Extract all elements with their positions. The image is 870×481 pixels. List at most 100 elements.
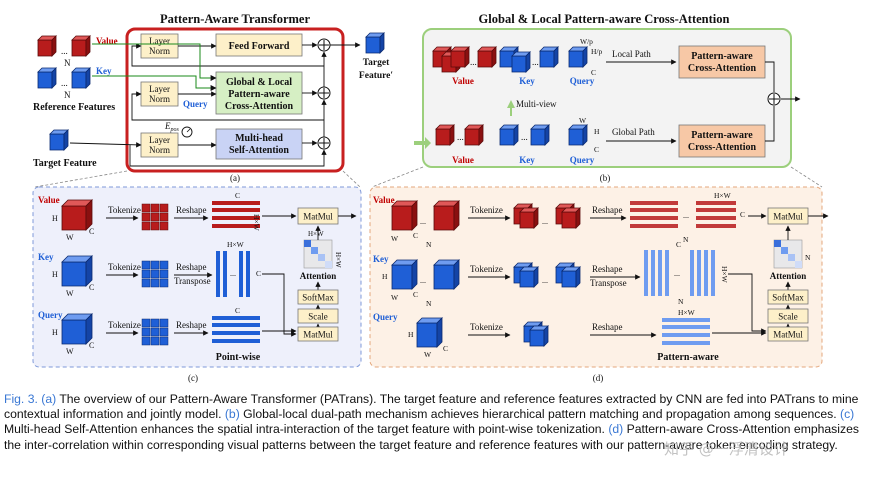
svg-text:N: N xyxy=(426,299,432,308)
svg-text:Query: Query xyxy=(38,310,63,320)
figure-caption: Fig. 3. (a) The overview of our Pattern-… xyxy=(4,392,866,453)
svg-text:...: ... xyxy=(230,269,236,278)
key-pattern-tokens: ... xyxy=(513,262,581,288)
svg-text:H: H xyxy=(382,272,388,281)
svg-text:H×W: H×W xyxy=(227,240,245,249)
svg-text:Key: Key xyxy=(38,252,54,262)
key-cube xyxy=(61,255,93,287)
caption-ref-a[interactable]: (a) xyxy=(41,392,57,406)
watermark: 知乎 @一浮清设计 xyxy=(664,440,789,458)
key-cubes: ... xyxy=(391,259,460,290)
svg-text:...: ... xyxy=(674,269,680,278)
svg-text:W: W xyxy=(424,350,432,359)
svg-text:MatMul: MatMul xyxy=(303,330,333,340)
svg-text:Key: Key xyxy=(373,254,389,264)
attention-map xyxy=(303,239,333,269)
svg-text:Query: Query xyxy=(373,312,398,322)
scale-box xyxy=(767,308,809,324)
scale-box xyxy=(297,308,339,324)
svg-text:W: W xyxy=(391,293,399,302)
query-cube xyxy=(61,313,93,345)
query-token-bars xyxy=(212,316,260,343)
svg-text:H: H xyxy=(52,270,58,279)
local-path-label: Local Path xyxy=(612,49,651,59)
svg-text:Reshape: Reshape xyxy=(592,205,623,215)
svg-text:...: ... xyxy=(542,276,548,285)
svg-text:C: C xyxy=(89,227,94,236)
svg-text:H×W: H×W xyxy=(252,214,261,232)
svg-text:...: ... xyxy=(521,132,528,142)
reference-arrows xyxy=(92,43,217,91)
attention-map xyxy=(773,239,803,269)
svg-text:C: C xyxy=(443,344,448,353)
panel-a-arrows xyxy=(69,42,361,167)
key-reference-cubes: ... N xyxy=(37,67,91,100)
svg-text:...: ... xyxy=(470,57,477,67)
softmax-box xyxy=(767,289,809,305)
svg-text:Self-Attention: Self-Attention xyxy=(229,145,289,156)
figure-diagram: Pattern-Aware Transformer ... N Value ..… xyxy=(32,12,829,383)
caption-ref-c[interactable]: (c) xyxy=(840,407,855,422)
value-token-bars xyxy=(212,201,260,228)
key-pattern-bars: ... xyxy=(644,250,715,296)
target-feature-cube xyxy=(49,129,69,151)
panel-b-label: (b) xyxy=(600,173,611,183)
svg-text:...: ... xyxy=(420,217,426,226)
query-label: Query xyxy=(183,99,208,109)
svg-text:N: N xyxy=(678,297,684,306)
target-feature-out-cube xyxy=(365,32,385,54)
svg-text:Attention: Attention xyxy=(770,271,807,281)
key-label: Key xyxy=(96,66,112,76)
svg-text:Transpose: Transpose xyxy=(174,276,211,286)
svg-text:SoftMax: SoftMax xyxy=(772,293,804,303)
svg-text:Cross-Attention: Cross-Attention xyxy=(225,101,294,112)
svg-text:Pattern-aware: Pattern-aware xyxy=(228,89,290,100)
caption-ref-d[interactable]: (d) xyxy=(608,422,624,437)
svg-text:C: C xyxy=(89,283,94,292)
point-wise-label: Point-wise xyxy=(216,352,261,363)
softmax-box xyxy=(297,289,339,305)
svg-text:N: N xyxy=(805,253,811,262)
svg-text:N: N xyxy=(64,58,71,68)
svg-text:Value: Value xyxy=(38,195,60,205)
svg-text:N: N xyxy=(64,90,71,100)
value-reference-cubes: ... N xyxy=(37,35,91,68)
svg-text:Multi-head: Multi-head xyxy=(235,133,283,144)
svg-text:Reshape: Reshape xyxy=(592,322,623,332)
svg-text:...: ... xyxy=(683,211,689,220)
panel-c: Value H W C Tokenize Reshape C xyxy=(32,186,362,383)
svg-text:...: ... xyxy=(532,57,539,67)
value-cubes: ... xyxy=(391,200,460,231)
svg-text:H: H xyxy=(594,127,600,136)
panel-b: Global & Local Pattern-aware Cross-Atten… xyxy=(414,12,801,183)
local-pattern-cross-attention-box xyxy=(678,45,766,79)
svg-text:Feature′: Feature′ xyxy=(359,71,393,81)
panel-c-label: (c) xyxy=(188,373,198,383)
svg-text:W: W xyxy=(66,289,74,298)
panel-a-title: Pattern-Aware Transformer xyxy=(160,12,311,26)
pattern-aware-label: Pattern-aware xyxy=(657,352,719,363)
transformer-border xyxy=(125,27,345,173)
query-pattern-bars xyxy=(662,318,710,345)
local-query-cube xyxy=(568,46,588,68)
panel-c-border xyxy=(32,186,362,368)
svg-text:Reshape: Reshape xyxy=(176,320,207,330)
value-pattern-tokens: ... xyxy=(513,203,581,229)
svg-text:H×W: H×W xyxy=(720,266,729,284)
svg-text:H×W: H×W xyxy=(714,191,732,200)
svg-text:Query: Query xyxy=(570,155,595,165)
svg-text:Reshape: Reshape xyxy=(592,264,623,274)
svg-text:Layer: Layer xyxy=(149,36,170,46)
global-pattern-cross-attention-box xyxy=(678,124,766,158)
svg-text:W: W xyxy=(579,116,587,125)
svg-text:C: C xyxy=(89,341,94,350)
caption-ref-b[interactable]: (b) xyxy=(224,407,240,422)
svg-text:H: H xyxy=(408,330,414,339)
svg-text:Norm: Norm xyxy=(149,94,170,104)
caption-text-a: The overview of our Pattern-Aware Transf… xyxy=(4,392,859,422)
svg-text:Tokenize: Tokenize xyxy=(108,205,141,215)
panel-a-label: (a) xyxy=(230,173,240,183)
svg-text:C: C xyxy=(740,210,745,219)
caption-text-c: Multi-head Self-Attention enhances the s… xyxy=(4,422,609,437)
local-key-cubes: ... xyxy=(499,46,559,73)
